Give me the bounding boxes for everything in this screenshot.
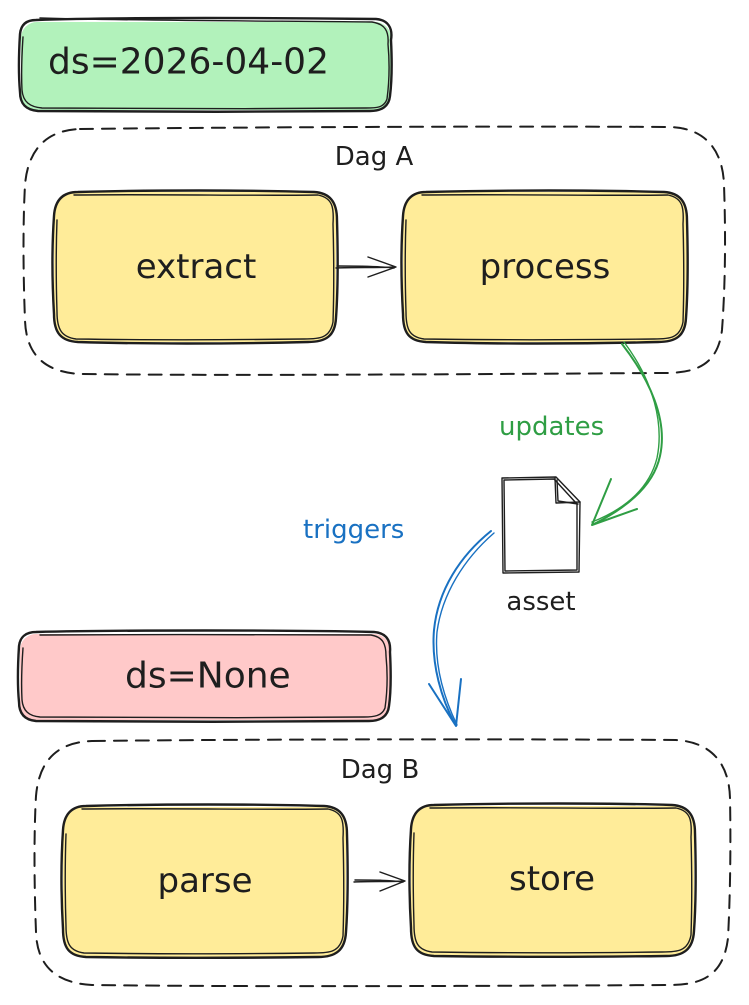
dag-b-group: Dag B parse store xyxy=(33,738,732,988)
edge-updates: updates xyxy=(499,341,663,526)
edge-updates-curve-second xyxy=(591,341,660,523)
dag-a-dashed-border xyxy=(22,125,727,376)
task-store-outline-second xyxy=(412,807,693,954)
task-extract[interactable]: extract xyxy=(51,189,339,345)
task-extract-fill xyxy=(54,192,336,342)
task-parse-label: parse xyxy=(157,861,252,901)
task-process-label: process xyxy=(480,247,611,287)
arrow-extract-to-process-line-second xyxy=(336,265,395,269)
dag-a-label: Dag A xyxy=(335,142,414,172)
task-process-outline-second xyxy=(404,194,685,341)
task-store[interactable]: store xyxy=(408,802,697,958)
asset-node[interactable]: asset xyxy=(501,476,581,617)
task-store-fill xyxy=(411,806,694,956)
dag-a-group: Dag A extract process xyxy=(22,125,727,376)
task-store-label: store xyxy=(509,859,595,899)
task-store-outline xyxy=(408,802,697,958)
document-icon-body-second xyxy=(503,478,578,572)
badge-top-outline-second xyxy=(20,17,390,110)
arrow-parse-to-store xyxy=(353,871,406,892)
task-extract-outline xyxy=(51,189,339,345)
arrow-extract-to-process-head xyxy=(367,256,397,278)
badge-top-outline xyxy=(17,16,393,113)
edge-triggers-curve xyxy=(432,530,492,725)
badge-bottom-fill xyxy=(20,634,390,720)
task-parse-fill xyxy=(63,807,346,957)
task-process[interactable]: process xyxy=(400,189,689,345)
dag-b-dashed-border xyxy=(33,738,732,988)
edge-triggers-curve-second xyxy=(435,532,495,726)
document-icon-fold xyxy=(554,477,581,504)
badge-bottom: ds=None xyxy=(16,629,392,723)
task-process-fill xyxy=(403,192,687,342)
dag-b-label: Dag B xyxy=(341,755,420,785)
task-process-outline xyxy=(400,189,689,345)
badge-bottom-outline xyxy=(16,629,392,723)
document-icon-body xyxy=(501,476,581,574)
arrow-extract-to-process xyxy=(335,256,397,278)
badge-top-fill xyxy=(21,22,391,110)
badge-top: ds=2026-04-02 xyxy=(17,16,393,113)
badge-top-label: ds=2026-04-02 xyxy=(48,42,329,83)
edge-triggers-label: triggers xyxy=(303,515,404,545)
task-extract-label: extract xyxy=(136,247,257,287)
task-parse-outline-second xyxy=(64,808,345,955)
arrow-parse-to-store-head xyxy=(379,871,406,892)
edge-triggers-head xyxy=(428,678,462,727)
badge-bottom-outline-second xyxy=(20,633,388,719)
document-icon xyxy=(501,476,581,574)
task-parse-outline xyxy=(60,803,349,959)
document-icon-fold-second xyxy=(556,479,579,505)
asset-label: asset xyxy=(506,587,575,617)
edge-updates-head xyxy=(591,478,638,526)
arrow-parse-to-store-line-second xyxy=(354,879,404,883)
edge-updates-label: updates xyxy=(499,412,604,442)
badge-bottom-label: ds=None xyxy=(125,656,291,697)
task-parse[interactable]: parse xyxy=(60,803,349,959)
edge-triggers: triggers xyxy=(303,515,495,727)
task-extract-outline-second xyxy=(55,194,335,341)
